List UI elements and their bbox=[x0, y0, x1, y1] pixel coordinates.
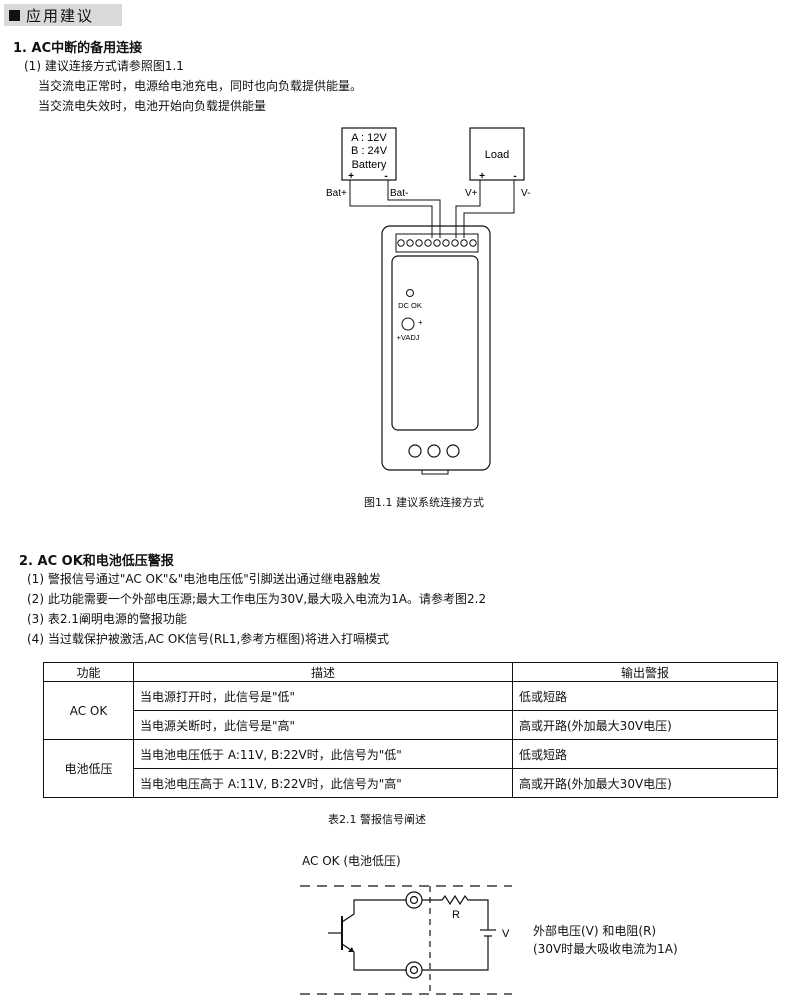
dc-ok-led-icon bbox=[406, 289, 414, 297]
resistor-label: R bbox=[452, 909, 460, 921]
terminal-block bbox=[395, 233, 479, 253]
vadj-plus: + bbox=[418, 318, 423, 327]
figure2-title: AC OK (电池低压) bbox=[302, 854, 401, 868]
bat-minus-label: Bat- bbox=[390, 188, 408, 199]
terminal-bottom-icon bbox=[405, 961, 423, 979]
section2-item3: (3) 表2.1阐明电源的警报功能 bbox=[27, 612, 187, 626]
load-plus: + bbox=[479, 171, 485, 182]
battery-box bbox=[341, 127, 397, 181]
terminal-top-icon bbox=[405, 891, 423, 909]
square-bullet-icon bbox=[9, 9, 20, 21]
table-row: 当电池电压高于 A:11V, B:22V时，此信号为"高" 高或开路(外加最大3… bbox=[44, 768, 778, 798]
table-caption: 表2.1 警报信号阐述 bbox=[328, 813, 426, 826]
table-cell-output: 低或短路 bbox=[512, 739, 778, 769]
table-cell-desc: 当电池电压低于 A:11V, B:22V时，此信号为"低" bbox=[133, 739, 513, 769]
return-wire bbox=[422, 936, 489, 971]
table-cell-output: 低或短路 bbox=[512, 681, 778, 711]
section1-heading: 1. AC中断的备用连接 bbox=[13, 41, 143, 56]
dc-ok-label: DC OK bbox=[398, 301, 422, 310]
section2-item2: (2) 此功能需要一个外部电压源;最大工作电压为30V,最大吸入电流为1A。请参… bbox=[27, 592, 487, 606]
collector-wire bbox=[341, 899, 407, 923]
v-plus-label: V+ bbox=[465, 188, 478, 199]
figure2-note1: 外部电压(V) 和电阻(R) bbox=[533, 924, 657, 938]
figure2-note2: (30V时最大吸收电流为1A) bbox=[533, 942, 678, 956]
bottom-connectors bbox=[408, 444, 460, 458]
figure1-caption: 图1.1 建议系统连接方式 bbox=[364, 496, 484, 509]
battery-plus: + bbox=[348, 171, 354, 182]
front-panel bbox=[391, 255, 479, 431]
battery-a-label: A : 12V bbox=[351, 132, 387, 144]
table-row: 电池低压 当电池电压低于 A:11V, B:22V时，此信号为"低" 低或短路 bbox=[43, 739, 778, 798]
psu-body bbox=[381, 225, 491, 471]
section1-sub: (1) 建议连接方式请参照图1.1 bbox=[24, 59, 184, 73]
section2-item4: (4) 当过载保护被激活,AC OK信号(RL1,参考方框图)将进入打嗝模式 bbox=[27, 632, 389, 646]
load-box bbox=[469, 127, 525, 181]
vadj-label: +VADJ bbox=[397, 333, 420, 342]
table-header-cell: 输出警报 bbox=[512, 662, 778, 682]
table-cell-desc: 当电源关断时，此信号是"高" bbox=[133, 710, 513, 740]
table-cell-desc: 当电池电压高于 A:11V, B:22V时，此信号为"高" bbox=[133, 768, 513, 798]
voltage-label: V bbox=[502, 928, 510, 940]
vadj-knob-icon bbox=[401, 317, 415, 331]
load-minus: - bbox=[513, 171, 516, 182]
alarm-table: 功能 描述 输出警报 AC OK 当电源打开时，此信号是"低" 低或短路 当电源… bbox=[43, 662, 778, 798]
section-title: 应用建议 bbox=[26, 6, 95, 25]
v-minus-label: V- bbox=[521, 188, 530, 199]
table-cell-desc: 当电源打开时，此信号是"低" bbox=[133, 681, 513, 711]
emitter-wire bbox=[341, 943, 407, 971]
section1-line2: 当交流电失效时，电池开始向负载提供能量 bbox=[38, 99, 267, 113]
table-row: AC OK 当电源打开时，此信号是"低" 低或短路 bbox=[43, 681, 778, 740]
bat-plus-label: Bat+ bbox=[326, 188, 347, 199]
resistor-wire bbox=[422, 894, 489, 930]
connection-diagram: A : 12V B : 24V Battery + - Load + - Bat… bbox=[326, 127, 530, 475]
battery-b-label: B : 24V bbox=[351, 145, 388, 157]
din-clip bbox=[421, 470, 449, 475]
table-row: 当电源关断时，此信号是"高" 高或开路(外加最大30V电压) bbox=[44, 710, 778, 740]
alarm-circuit-diagram: R V bbox=[300, 885, 512, 995]
terminal-screws bbox=[397, 239, 477, 247]
table-header-cell: 功能 bbox=[43, 662, 134, 682]
section1-line1: 当交流电正常时，电源给电池充电，同时也向负载提供能量。 bbox=[38, 79, 363, 93]
table-cell-function: AC OK bbox=[43, 681, 134, 740]
load-label: Load bbox=[485, 149, 509, 161]
emitter-arrow-icon bbox=[348, 947, 354, 952]
table-cell-function: 电池低压 bbox=[43, 739, 134, 798]
wires bbox=[349, 180, 515, 238]
section-header: 应用建议 bbox=[4, 4, 122, 26]
table-cell-output: 高或开路(外加最大30V电压) bbox=[512, 768, 778, 798]
battery-minus: - bbox=[384, 171, 387, 182]
battery-label: Battery bbox=[352, 159, 387, 171]
table-cell-output: 高或开路(外加最大30V电压) bbox=[512, 710, 778, 740]
table-header-row: 功能 描述 输出警报 bbox=[43, 662, 778, 682]
table-header-cell: 描述 bbox=[133, 662, 513, 682]
section2-item1: (1) 警报信号通过"AC OK"&"电池电压低"引脚送出通过继电器触发 bbox=[27, 572, 381, 586]
section2-heading: 2. AC OK和电池低压警报 bbox=[19, 554, 174, 569]
